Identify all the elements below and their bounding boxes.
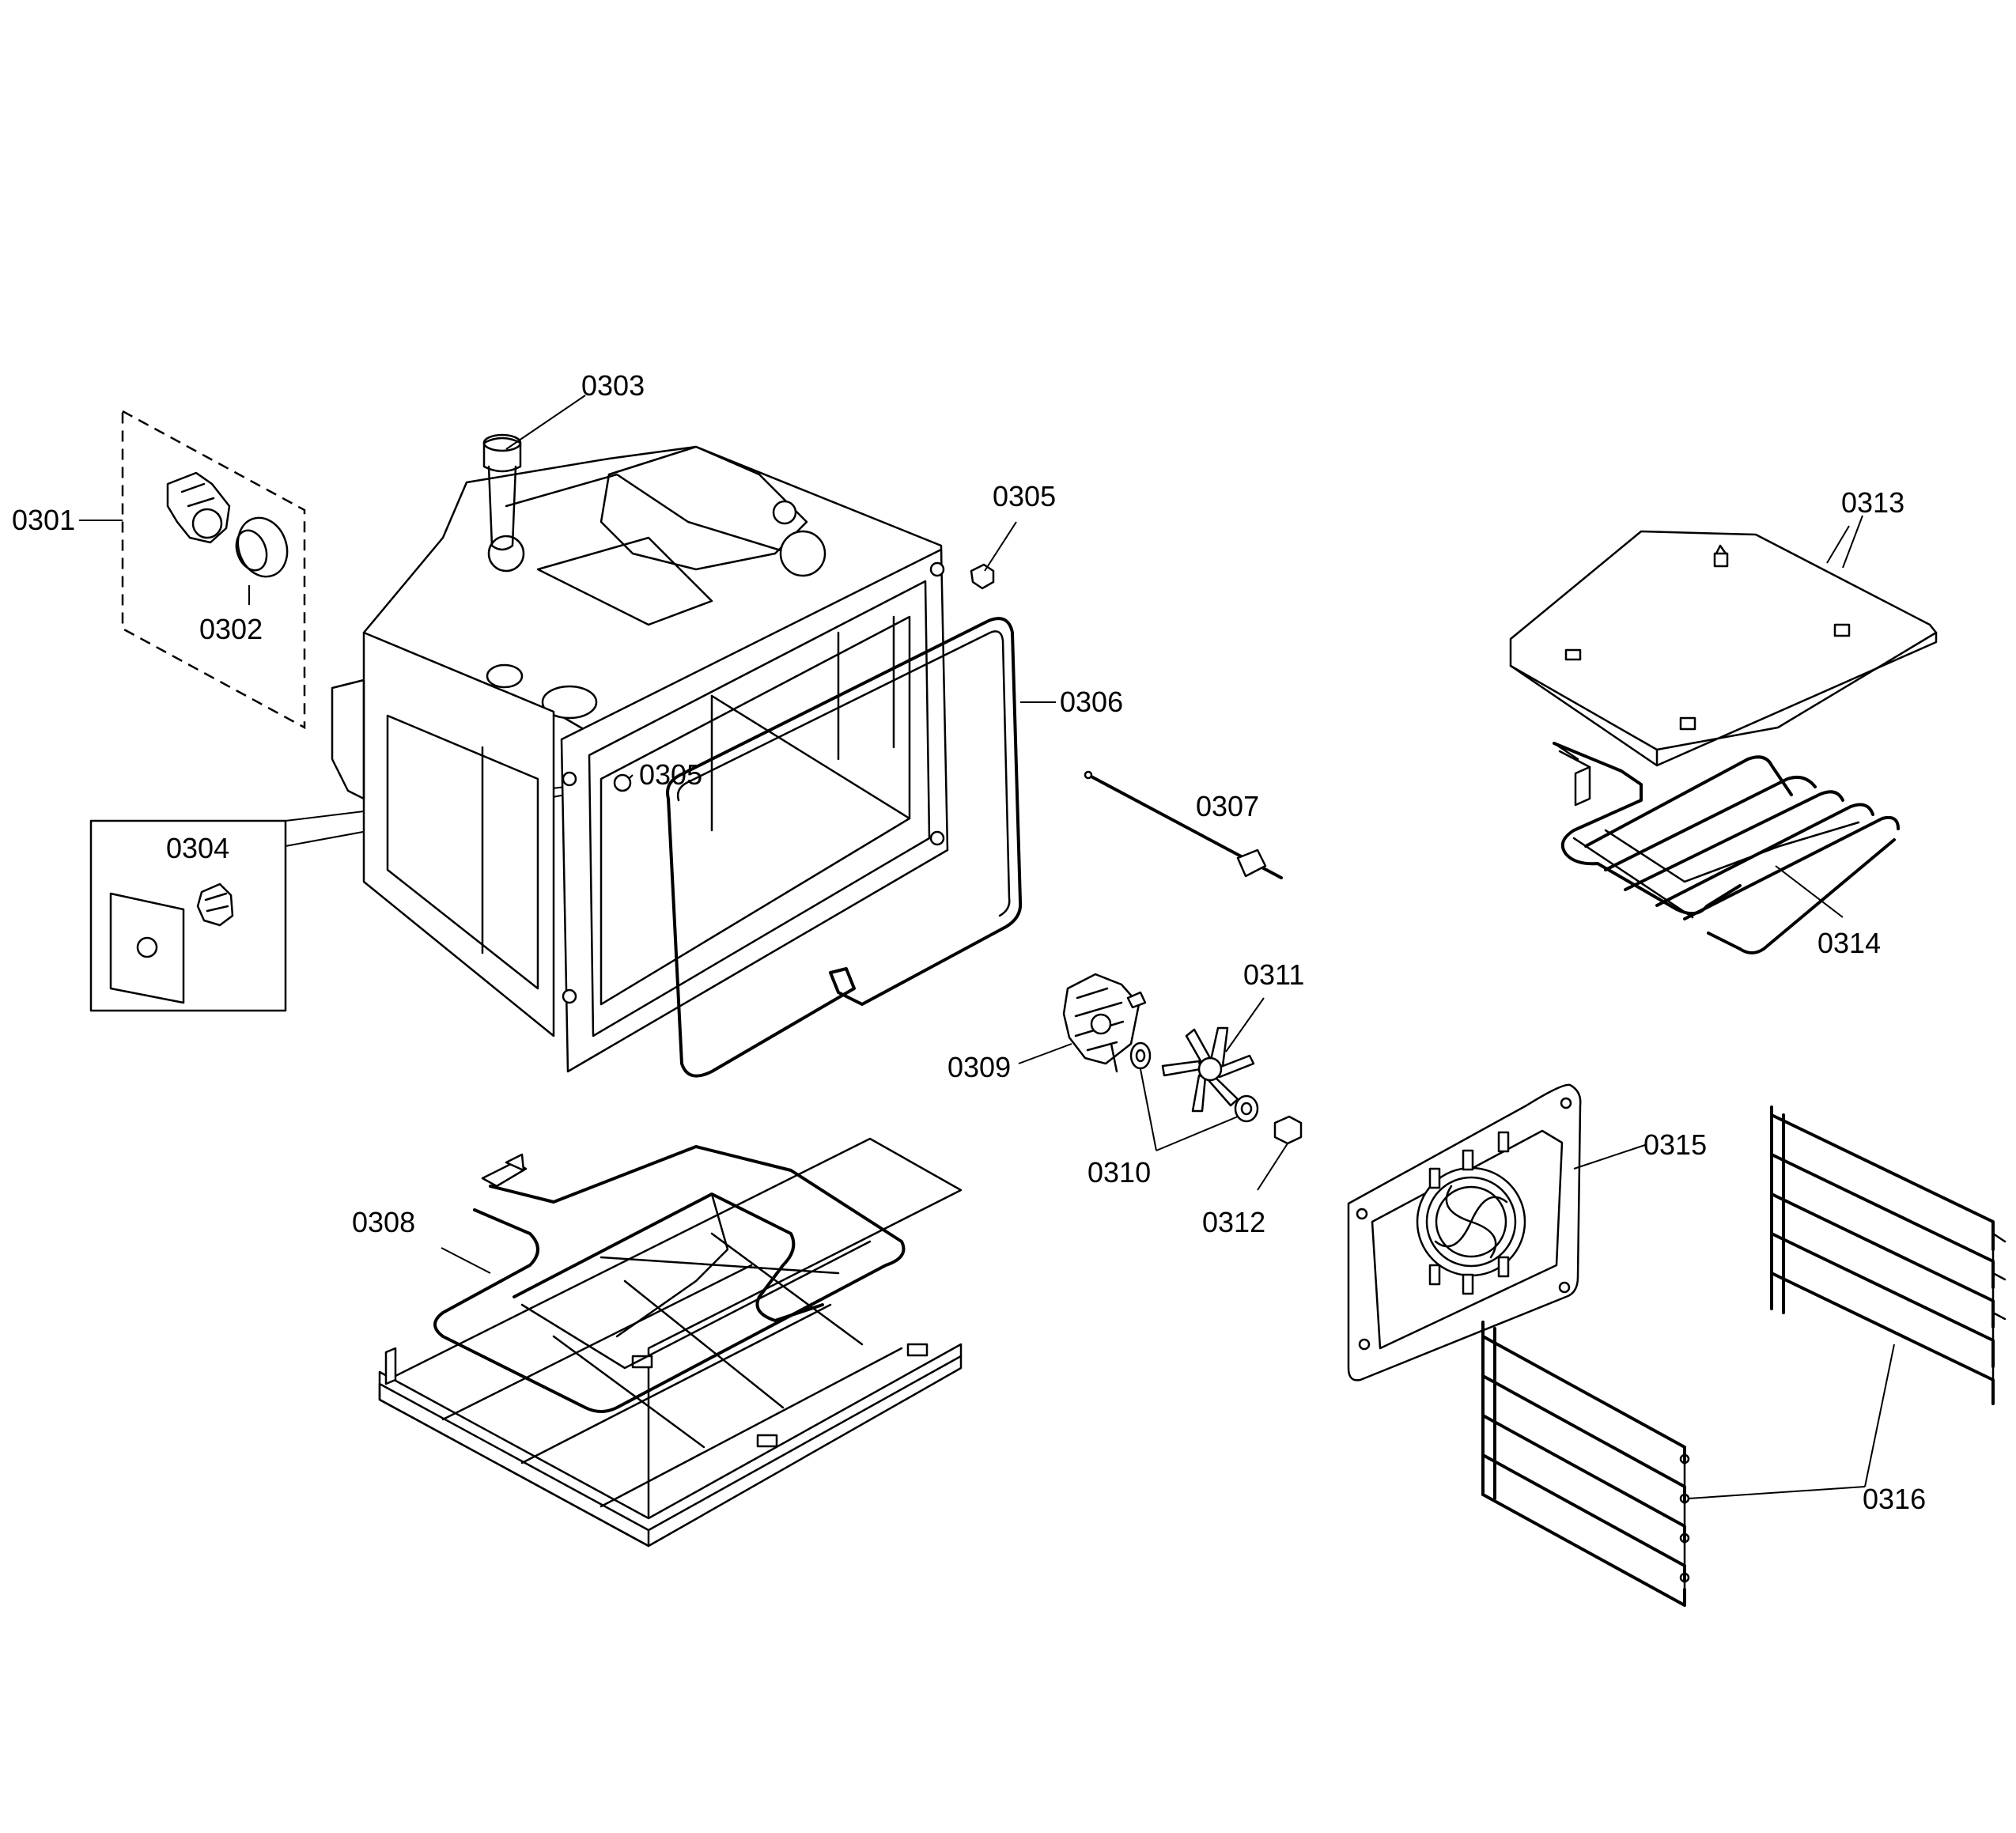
- callout-0310: 0310: [1087, 1156, 1151, 1189]
- callout-0307: 0307: [1196, 790, 1259, 822]
- lamp-socket: [166, 471, 231, 544]
- screw-0305b: [613, 773, 632, 792]
- fan-motor: [1062, 973, 1147, 1073]
- callout-0306: 0306: [1060, 686, 1123, 718]
- callout-0301: 0301: [12, 504, 75, 536]
- callout-0312: 0312: [1202, 1206, 1265, 1238]
- callout-0316: 0316: [1863, 1483, 1926, 1515]
- nut-0312: [1273, 1115, 1303, 1145]
- callout-0314: 0314: [1817, 927, 1881, 959]
- leader-lines: [79, 395, 1895, 1499]
- callout-0303: 0303: [581, 369, 645, 402]
- callout-0305-front: 0305: [639, 758, 702, 791]
- lamp-assembly-group: [121, 409, 306, 730]
- temperature-sensor: [1084, 770, 1283, 879]
- lamp-cover: [235, 516, 289, 578]
- oven-cavity: [331, 433, 949, 1073]
- callout-labels: 0301 0302 0303 0304 0305 0305 0306 0307 …: [12, 369, 1926, 1515]
- top-panel: [1509, 530, 1938, 767]
- callout-0309: 0309: [947, 1051, 1011, 1083]
- callout-0315: 0315: [1643, 1128, 1707, 1161]
- door-gasket: [666, 617, 1023, 1078]
- rear-fan-cover: [1347, 1083, 1582, 1381]
- fan-washer: [1129, 1041, 1152, 1070]
- callout-0305-top: 0305: [993, 480, 1056, 512]
- callout-0311: 0311: [1243, 958, 1304, 991]
- lamp-holder-small: [196, 882, 234, 927]
- side-rack-right: [1770, 1105, 2007, 1405]
- callout-0302: 0302: [199, 613, 263, 645]
- fan-nut: [1234, 1094, 1259, 1123]
- callout-0308: 0308: [352, 1206, 415, 1238]
- fan-blade: [1161, 1026, 1255, 1113]
- bottom-heater-tray: [378, 1137, 963, 1548]
- screw-0305a: [970, 563, 995, 590]
- callout-0313: 0313: [1841, 486, 1904, 519]
- side-rack-left: [1481, 1321, 1690, 1607]
- top-heating-element: [1553, 742, 1900, 954]
- callout-0304: 0304: [166, 832, 229, 864]
